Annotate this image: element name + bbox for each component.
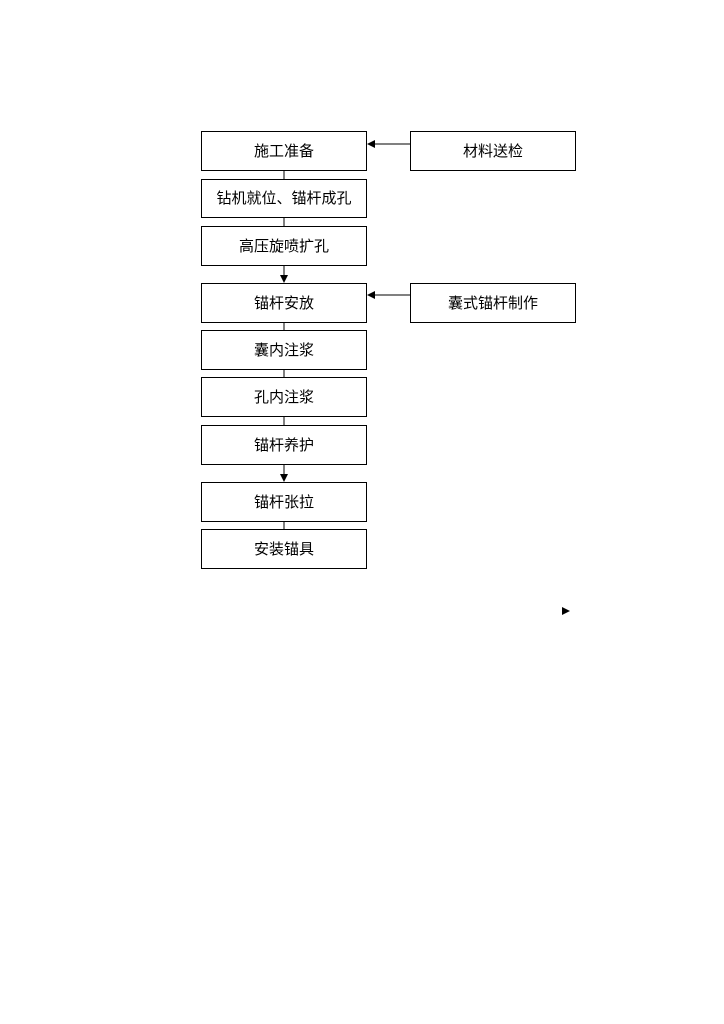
input-material-inspection: 材料送检 — [410, 131, 576, 171]
step-high-pressure-jet: 高压旋喷扩孔 — [201, 226, 367, 266]
step-label: 钻机就位、锚杆成孔 — [216, 189, 352, 207]
step-label: 安装锚具 — [253, 539, 314, 558]
step-anchor-curing: 锚杆养护 — [201, 425, 367, 465]
input-label: 材料送检 — [462, 141, 523, 160]
step-install-anchorage: 安装锚具 — [201, 529, 367, 569]
step-label: 囊内注浆 — [253, 340, 314, 359]
step-label: 孔内注浆 — [253, 387, 314, 406]
step-label: 高压旋喷扩孔 — [238, 236, 329, 255]
step-label: 施工准备 — [253, 141, 314, 160]
step-hole-grouting: 孔内注浆 — [201, 377, 367, 417]
input-bag-anchor-fabrication: 囊式锚杆制作 — [410, 283, 576, 323]
step-anchor-tensioning: 锚杆张拉 — [201, 482, 367, 522]
step-drill-positioning: 钻机就位、锚杆成孔 — [201, 179, 367, 218]
step-label: 锚杆安放 — [253, 293, 314, 312]
step-construction-prep: 施工准备 — [201, 131, 367, 171]
step-label: 锚杆养护 — [253, 435, 314, 454]
step-anchor-placement: 锚杆安放 — [201, 283, 367, 323]
input-label: 囊式锚杆制作 — [447, 293, 538, 312]
step-label: 锚杆张拉 — [253, 492, 314, 511]
step-bag-grouting: 囊内注浆 — [201, 330, 367, 370]
stray-arrowhead-icon — [562, 607, 570, 615]
